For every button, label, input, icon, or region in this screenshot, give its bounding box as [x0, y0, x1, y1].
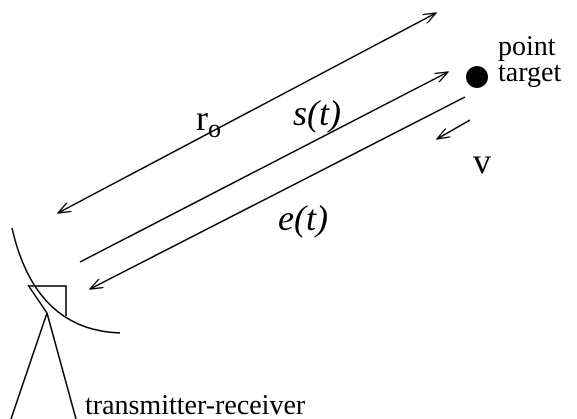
antenna-feed-support	[28, 285, 67, 316]
point-target-label-line1: point	[498, 31, 556, 62]
antenna-dish	[11, 227, 121, 334]
point-target-dot	[466, 66, 488, 88]
range-r0-arrow	[58, 13, 436, 213]
range-r0-label: ro	[196, 98, 221, 143]
velocity-label: v	[473, 141, 491, 181]
velocity-arrow	[437, 119, 471, 139]
antenna-stand-right	[46, 312, 77, 419]
point-target-label-line2: target	[498, 57, 561, 88]
echo-signal-label: e(t)	[278, 198, 328, 238]
antenna-feed-horn	[27, 284, 48, 314]
transmitter-receiver-label: transmitter-receiver	[85, 390, 306, 419]
antenna-icon	[10, 227, 121, 419]
antenna-stand-left	[10, 312, 48, 419]
transmitted-signal-arrow	[79, 72, 448, 263]
transmitted-signal-label: s(t)	[293, 93, 341, 133]
echo-signal-arrow	[90, 96, 466, 289]
